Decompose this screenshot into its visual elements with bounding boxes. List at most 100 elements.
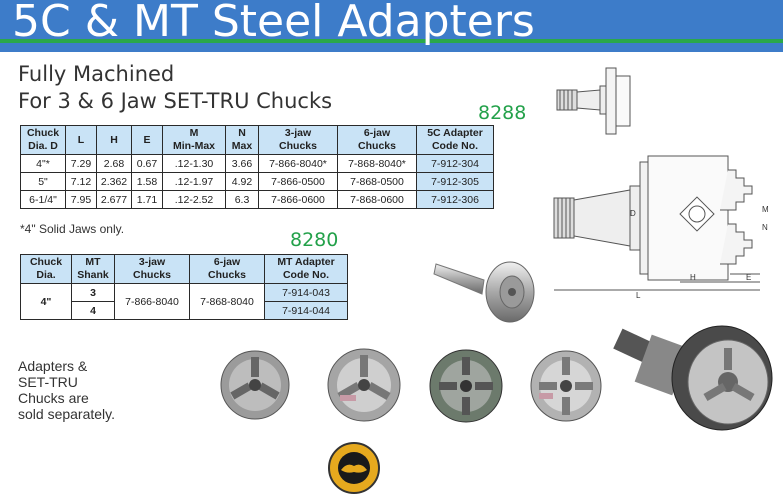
chuck-photo-4 — [530, 350, 602, 422]
cell: 2.677 — [96, 190, 132, 209]
adapter-side-drawing — [556, 67, 631, 135]
chuck-photo-3 — [429, 349, 503, 423]
code-number-8288: 8288 — [478, 102, 527, 124]
cell-shank: 3 — [71, 283, 115, 302]
header-text: M — [189, 127, 199, 139]
cell: 7-868-0500 — [337, 172, 417, 191]
company-logo-seal — [328, 442, 380, 494]
cell: 7.12 — [65, 172, 97, 191]
cell: 7-866-8040* — [258, 154, 338, 173]
label-d: D — [630, 209, 636, 218]
header-text: MT Adapter — [277, 256, 335, 268]
cell: 0.67 — [131, 154, 163, 173]
header-text: H — [110, 133, 118, 146]
solid-jaws-footnote: *4" Solid Jaws only. — [20, 222, 125, 236]
chuck-with-adapter-photo — [613, 325, 773, 431]
header-text: 6-jaw — [213, 256, 241, 268]
header-text: L — [77, 133, 85, 146]
cell: 7.29 — [65, 154, 97, 173]
cell-chuck-dia: 4" — [20, 283, 72, 320]
cell: 3.66 — [225, 154, 259, 173]
code-cell: 7-914-044 — [264, 301, 348, 320]
header-text: Code No. — [282, 269, 330, 281]
code-cell: 7-912-305 — [416, 172, 494, 191]
chuck-photo-2 — [327, 348, 401, 422]
header-text: Dia. D — [28, 140, 58, 152]
cell: 1.71 — [131, 190, 163, 209]
cell: .12-2.52 — [162, 190, 226, 209]
header-text: Max — [231, 140, 253, 152]
chuck-photo-1 — [220, 350, 290, 420]
cell: .12-1.30 — [162, 154, 226, 173]
cell: 6.3 — [225, 190, 259, 209]
header-text: Chucks — [358, 140, 396, 152]
cell: 7-868-8040* — [337, 154, 417, 173]
header-l: L — [65, 125, 97, 155]
cell: 1.58 — [131, 172, 163, 191]
header-e: E — [131, 125, 163, 155]
cell-shank: 4 — [71, 301, 115, 320]
cell: 5" — [20, 172, 66, 191]
header-text: 6-jaw — [363, 127, 391, 139]
header-h: H — [96, 125, 132, 155]
cell: 7.95 — [65, 190, 97, 209]
banner-accent-line — [0, 39, 783, 43]
header-text: Shank — [77, 269, 109, 281]
page-title: 5C & MT Steel Adapters — [12, 0, 535, 47]
code-number-8280: 8280 — [290, 229, 339, 251]
table-row: 5" 7.12 2.362 1.58 .12-1.97 4.92 7-866-0… — [20, 172, 494, 191]
label-h: H — [690, 273, 696, 282]
cell: 7-866-0600 — [258, 190, 338, 209]
cell: 4.92 — [225, 172, 259, 191]
title-banner — [0, 0, 783, 52]
table-row: 4"* 7.29 2.68 0.67 .12-1.30 3.66 7-866-8… — [20, 154, 494, 173]
subtitle-line-2: For 3 & 6 Jaw SET-TRU Chucks — [18, 89, 333, 113]
header-text: Chucks — [279, 140, 317, 152]
table-row: 4" 3 7-866-8040 7-868-8040 7-914-043 — [20, 283, 348, 320]
header-text: Chuck — [29, 256, 63, 268]
cell: 7-866-0500 — [258, 172, 338, 191]
header-text: MT — [85, 256, 101, 268]
subtitle-line-1: Fully Machined — [18, 62, 175, 86]
header-text: Code No. — [431, 140, 479, 152]
cell: 7-868-0600 — [337, 190, 417, 209]
chuck-technical-drawing: D L H E M N — [553, 155, 769, 300]
cell-6jaw: 7-868-8040 — [189, 283, 265, 320]
label-l: L — [636, 291, 641, 300]
code-cell: 7-914-043 — [264, 283, 348, 302]
header-text: Chuck — [26, 127, 60, 139]
header-text: 3-jaw — [138, 256, 166, 268]
header-text: Dia. — [36, 269, 56, 281]
header-text: Chucks — [133, 269, 171, 281]
sold-separately-note: Adapters & SET-TRU Chucks are sold separ… — [18, 358, 116, 422]
cell: .12-1.97 — [162, 172, 226, 191]
header-text: 5C Adapter — [427, 127, 483, 139]
cell: 2.362 — [96, 172, 132, 191]
cell: 6-1/4" — [20, 190, 66, 209]
table-row: 6-1/4" 7.95 2.677 1.71 .12-2.52 6.3 7-86… — [20, 190, 494, 209]
code-cell: 7-912-306 — [416, 190, 494, 209]
code-cell: 7-912-304 — [416, 154, 494, 173]
label-e: E — [746, 273, 751, 282]
cell: 4"* — [20, 154, 66, 173]
header-text: N — [238, 127, 246, 139]
table-row: 4 7-914-044 — [21, 301, 348, 320]
header-text: Min-Max — [173, 140, 215, 152]
header-text: 3-jaw — [284, 127, 312, 139]
label-n: N — [762, 223, 768, 232]
label-m: M — [762, 205, 769, 214]
header-text: Chucks — [208, 269, 246, 281]
